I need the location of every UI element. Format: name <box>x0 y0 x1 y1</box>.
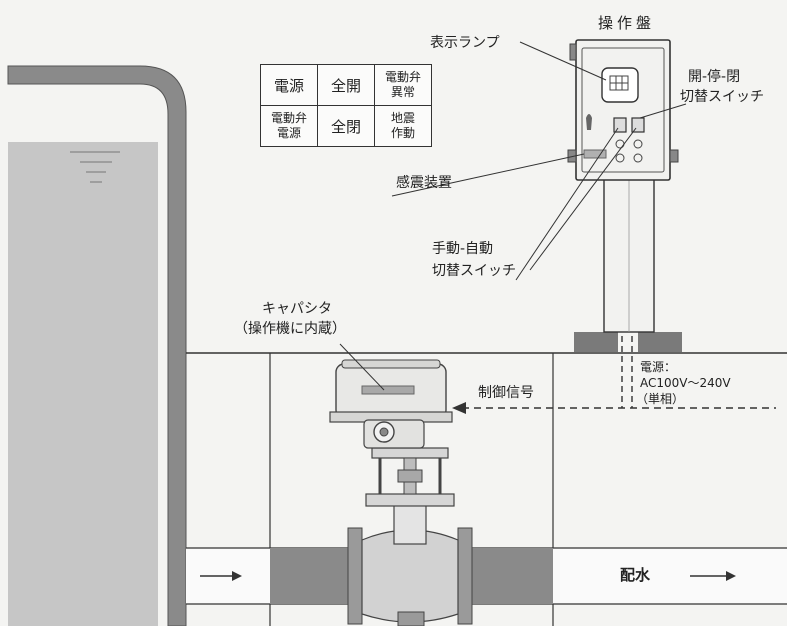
valve-bottom-cap <box>397 611 425 626</box>
lamp-valve-power: 電動弁 電源 <box>260 105 318 147</box>
power-supply-label-3: （単相） <box>636 392 685 406</box>
capacitor-slot <box>361 385 415 395</box>
seismic-device-label: 感震装置 <box>396 175 452 191</box>
flange-left <box>347 527 363 625</box>
lamp-valve-fault: 電動弁 異常 <box>374 64 432 106</box>
actuator-top <box>341 359 441 369</box>
coupling <box>397 469 423 483</box>
panel-base-right <box>638 332 682 352</box>
valve-body <box>361 529 459 623</box>
open-stop-close-label-1: 開-停-閉 <box>688 69 741 85</box>
lamp-power: 電源 <box>260 64 318 106</box>
control-signal-arrowhead <box>452 402 466 414</box>
leader-capacitor <box>339 343 385 391</box>
flow-arrow-left-head <box>232 571 242 581</box>
leader-indicator-lamp <box>519 41 607 81</box>
open-stop-close-switch-icon <box>613 117 627 133</box>
manual-auto-switch-icon <box>631 117 645 133</box>
valve-neck <box>393 503 427 545</box>
capacitor-label-2: （操作機に内蔵） <box>234 321 346 337</box>
manual-auto-label-1: 手動-自動 <box>432 241 494 257</box>
leader-manual-auto-2 <box>529 127 637 271</box>
capacitor-label-1: キャパシタ <box>262 301 332 317</box>
yoke-plate <box>371 447 449 459</box>
leader-seismic-underline <box>391 177 475 197</box>
power-supply-label-2: AC100V～240V <box>640 376 731 390</box>
panel-cabinet <box>575 39 671 181</box>
handwheel-hub <box>379 427 389 437</box>
panel-knob-icon <box>633 139 643 149</box>
panel-knob-icon <box>633 153 643 163</box>
panel-door <box>581 47 665 173</box>
lamp-table-row: 電動弁 電源 全閉 地震 作動 <box>260 105 432 147</box>
lamp-fully-open: 全開 <box>317 64 375 106</box>
flange-right <box>457 527 473 625</box>
lamp-table-row: 電源 全開 電動弁 異常 <box>260 64 432 106</box>
leader-open-stop-close <box>639 103 687 119</box>
indicator-lamp-table: 電源 全開 電動弁 異常 電動弁 電源 全閉 地震 作動 <box>260 64 432 147</box>
leader-seismic <box>473 153 585 179</box>
lamp-earthquake-active: 地震 作動 <box>374 105 432 147</box>
inlet-pipe <box>7 65 187 626</box>
panel-hinge-top <box>569 43 577 61</box>
open-stop-close-label-2: 切替スイッチ <box>680 89 764 105</box>
panel-title: 操作盤 <box>598 14 656 32</box>
pipe-segment-left <box>270 548 350 604</box>
panel-hinge-right <box>669 149 679 163</box>
control-signal-label: 制御信号 <box>478 385 534 401</box>
lamp-fully-closed: 全閉 <box>317 105 375 147</box>
tank-water <box>8 142 158 626</box>
panel-key-icon <box>586 114 592 130</box>
pipe-segment-right <box>470 548 553 604</box>
power-supply-label-1: 電源： <box>640 360 677 374</box>
panel-base-left <box>574 332 618 352</box>
manual-auto-label-2: 切替スイッチ <box>432 263 516 279</box>
leader-manual-auto <box>515 127 619 281</box>
flow-arrow-right-head <box>726 571 736 581</box>
water-distribution-label: 配水 <box>620 566 651 584</box>
panel-knob-icon <box>615 153 625 163</box>
indicator-lamp-label: 表示ランプ <box>430 35 500 51</box>
valve-bonnet-plate <box>365 493 455 507</box>
